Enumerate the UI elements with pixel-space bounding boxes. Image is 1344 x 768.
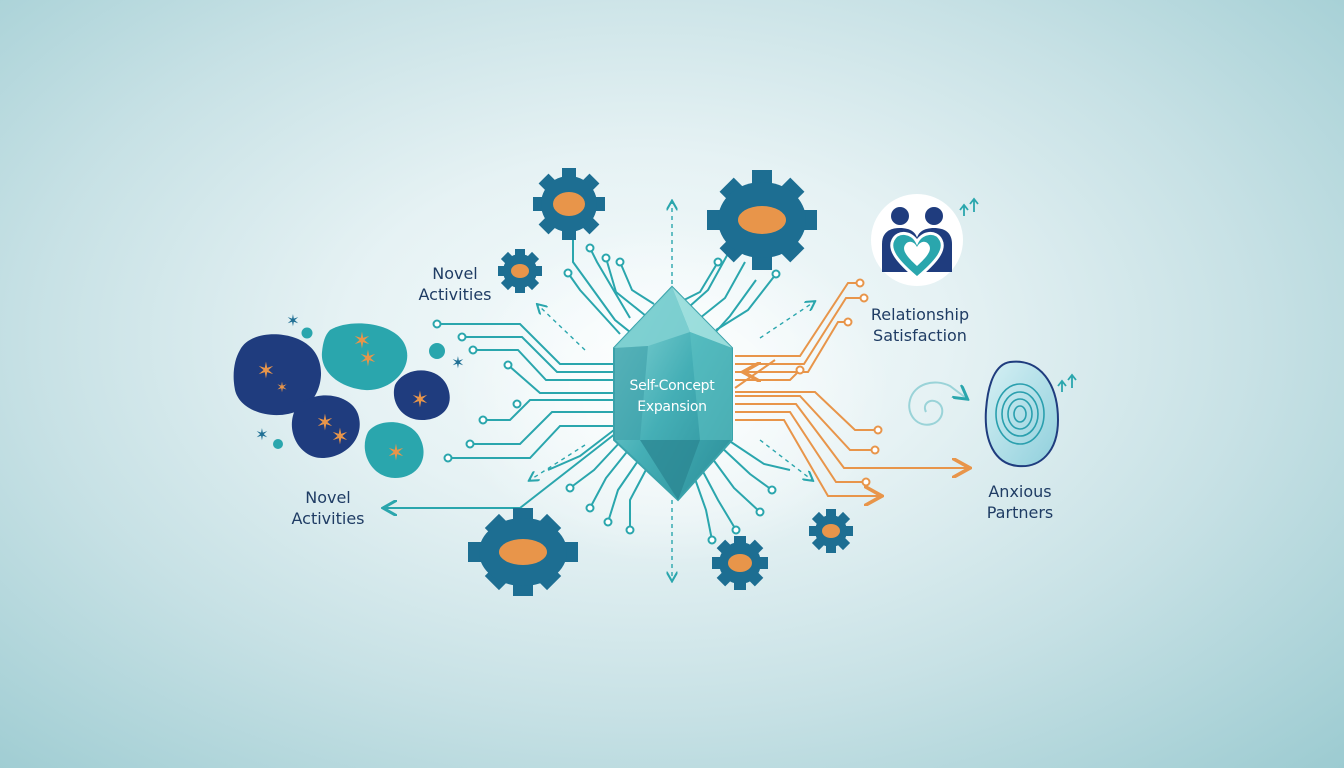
- couple-heart-icon: [871, 194, 963, 286]
- spiral-icon: [908, 381, 966, 426]
- blob-icon: [233, 334, 322, 416]
- gear-icon: [707, 170, 817, 270]
- fingerprint-icon: [984, 360, 1060, 468]
- blob-icon: [291, 395, 360, 458]
- blob-icon: [321, 323, 408, 391]
- center-label-line2: Expansion: [637, 399, 707, 415]
- gear-icon: [498, 249, 542, 293]
- up-arrow-icon: [959, 197, 979, 216]
- crystal-icon: [613, 285, 733, 502]
- bottom-circuit-nodes: [565, 483, 777, 545]
- dashed-arrows: [530, 202, 814, 580]
- blob-icon: [393, 370, 450, 420]
- novel-activities-top-label: Novel Activities: [418, 264, 492, 304]
- bottom-circuit-traces: [547, 429, 791, 541]
- blob-icon: [364, 422, 424, 478]
- svg-text:✶: ✶: [387, 441, 405, 466]
- svg-text:✶: ✶: [286, 311, 299, 330]
- center-label-line1: Self-Concept: [629, 378, 715, 394]
- novel-activities-bottom-label: Novel Activities: [291, 488, 365, 528]
- left-circuit-traces: [385, 323, 621, 508]
- gear-icon: [533, 168, 605, 240]
- svg-text:✶: ✶: [316, 411, 334, 436]
- sparkle-icon: ✶ ✶ ✶ ✶ ✶ ✶ ✶ ✶: [257, 329, 429, 466]
- svg-text:✶: ✶: [359, 347, 377, 372]
- gear-icon: [809, 509, 853, 553]
- svg-text:✶: ✶: [276, 380, 288, 396]
- svg-text:✶: ✶: [353, 329, 371, 354]
- gear-icon: [468, 508, 578, 596]
- right-orange-nodes: [795, 278, 883, 487]
- svg-text:✶: ✶: [331, 425, 349, 450]
- up-arrow-icon: [1057, 373, 1077, 392]
- svg-text:✶: ✶: [255, 425, 268, 444]
- left-circuit-nodes: [432, 319, 522, 463]
- right-orange-traces: [734, 282, 968, 496]
- sparkle-icon: ✶ ✶ ✶: [255, 311, 464, 444]
- top-circuit-traces: [567, 232, 777, 341]
- anxious-partners-label: Anxious Partners: [986, 482, 1054, 522]
- center-label: Self-Concept Expansion: [602, 376, 742, 418]
- gear-icon: [712, 536, 768, 590]
- svg-text:✶: ✶: [451, 353, 464, 372]
- relationship-satisfaction-label: Relationship Satisfaction: [870, 305, 970, 345]
- svg-text:✶: ✶: [257, 359, 275, 384]
- svg-text:✶: ✶: [411, 388, 429, 413]
- blob-cluster: ✶ ✶ ✶ ✶ ✶ ✶ ✶ ✶ ✶ ✶ ✶: [233, 311, 465, 478]
